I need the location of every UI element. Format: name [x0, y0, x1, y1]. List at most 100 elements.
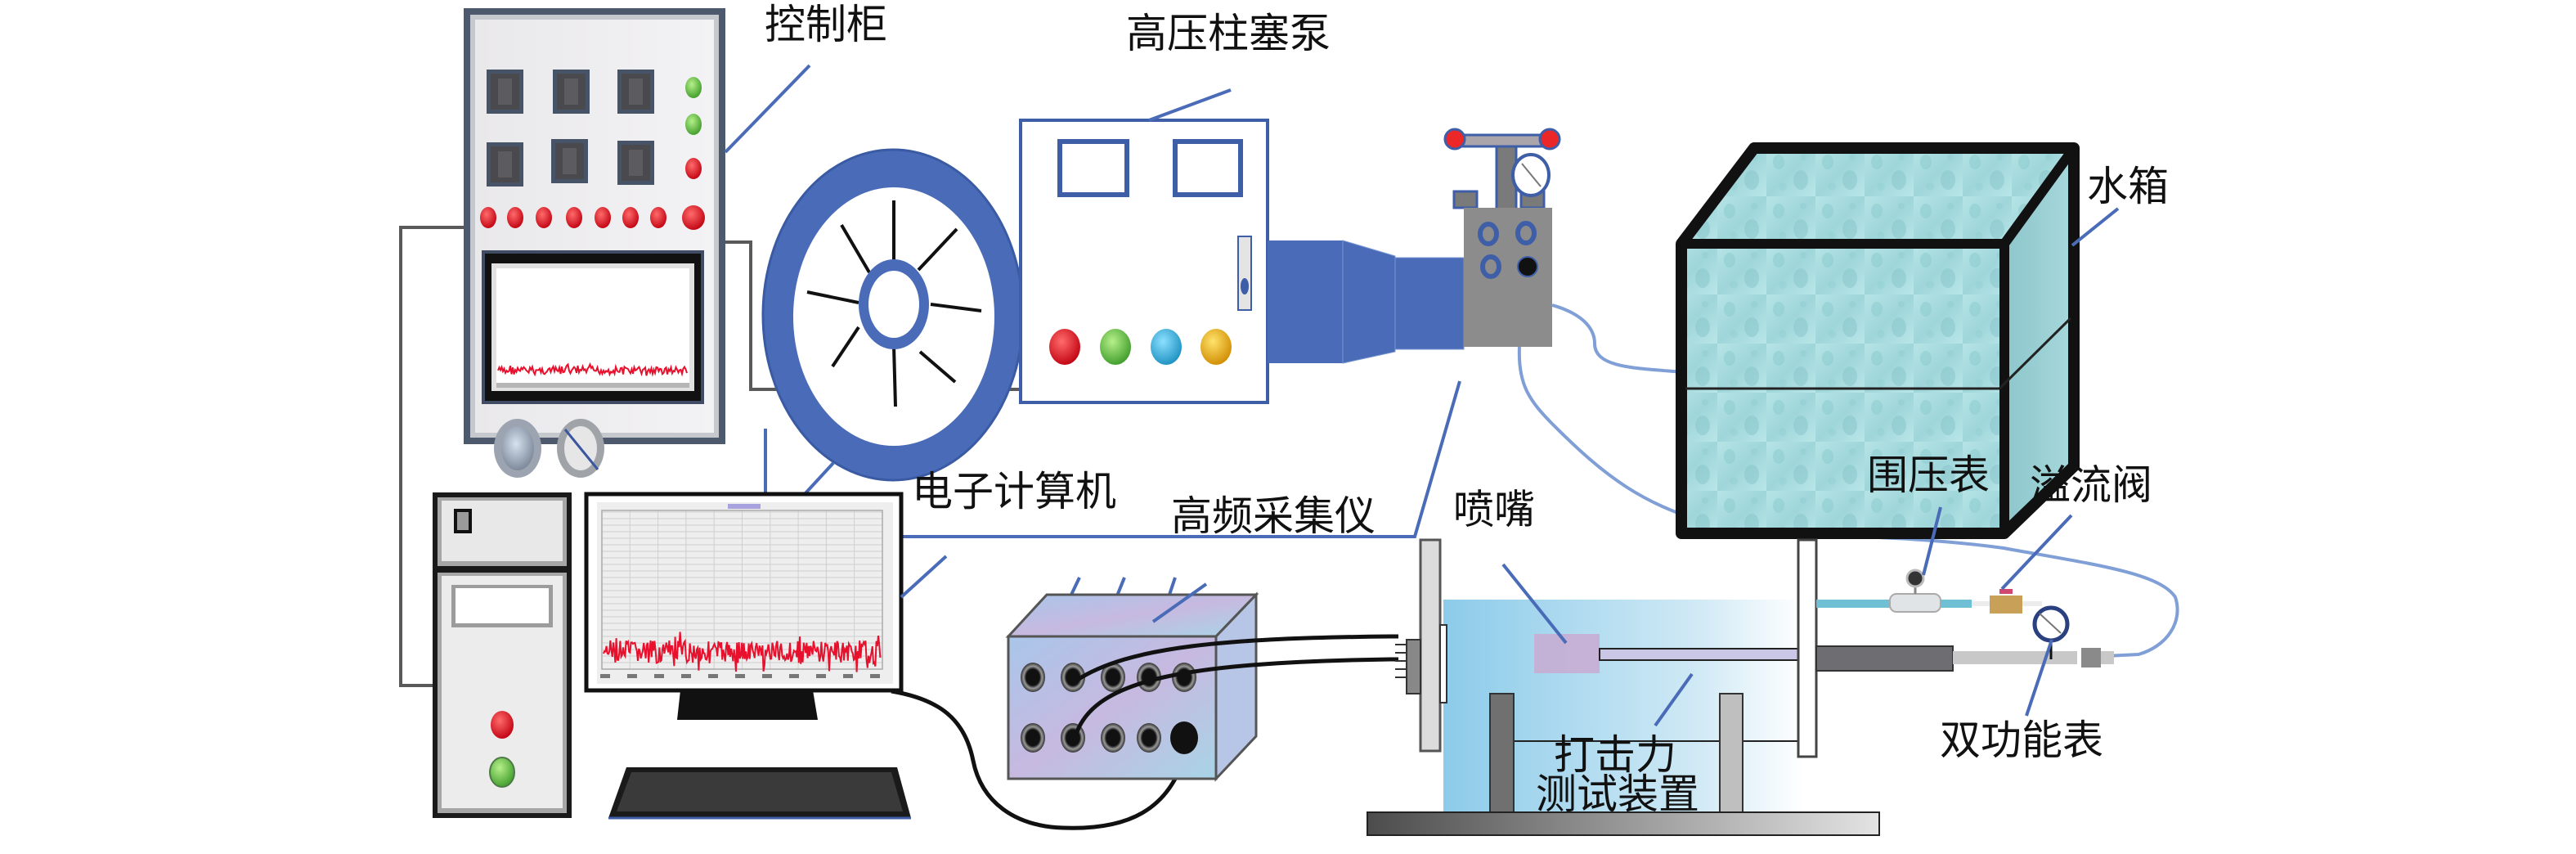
red-button[interactable]	[566, 207, 582, 228]
sensor-plate	[1419, 538, 1442, 753]
switch[interactable]	[553, 70, 590, 114]
pump-button-green[interactable]	[1100, 329, 1131, 365]
switch[interactable]	[617, 141, 654, 185]
x-tick-label	[654, 674, 664, 678]
x-tick-label	[843, 674, 853, 678]
label-impact-device-line1: 打击力	[1554, 731, 1676, 779]
daq-box	[1005, 591, 1259, 782]
x-tick-label	[816, 674, 826, 678]
cabinet-switches	[487, 70, 654, 187]
leader-water-tank	[2071, 207, 2120, 247]
red-button[interactable]	[480, 207, 496, 228]
indicator-light-green	[685, 114, 702, 135]
label-dual-gauge: 双功能表	[1940, 717, 2103, 764]
tower-button-green[interactable]	[489, 757, 515, 788]
computer-monitor	[584, 492, 904, 720]
tank-supply-hose	[1551, 303, 1685, 374]
computer-tower	[433, 492, 572, 818]
stand-base	[1367, 811, 1880, 836]
stand-leg	[1719, 693, 1744, 815]
leader-relief-valve	[2000, 514, 2073, 591]
keyboard	[608, 767, 911, 820]
sensor-cable	[1075, 634, 1398, 683]
red-button[interactable]	[622, 207, 639, 228]
computer-daq-cable	[891, 689, 1192, 830]
daq-port[interactable]	[1021, 663, 1045, 692]
red-button-large[interactable]	[682, 205, 705, 230]
daq-port[interactable]	[1172, 663, 1196, 692]
label-daq: 高频采集仪	[1171, 492, 1376, 540]
valve-handle[interactable]	[1452, 133, 1552, 148]
manifold-body	[1464, 208, 1552, 347]
pump-window	[1057, 139, 1129, 197]
daq-port[interactable]	[1137, 723, 1161, 753]
label-plunger-pump: 高压柱塞泵	[1126, 10, 1331, 57]
leader-plunger-pump	[1148, 88, 1232, 122]
daq-port[interactable]	[1101, 663, 1125, 692]
pump-button-yellow[interactable]	[1200, 329, 1232, 365]
leader-lines	[724, 64, 2120, 727]
x-tick-label	[789, 674, 799, 678]
pump-door-handle[interactable]	[1237, 236, 1252, 311]
label-confining-gauge: 围压表	[1867, 452, 1990, 499]
water-tank	[1676, 142, 2080, 539]
pipe-fitting	[2081, 648, 2101, 667]
pump-motor-wheel	[761, 148, 1025, 482]
control-cabinet	[464, 8, 725, 478]
switch[interactable]	[551, 139, 588, 183]
red-button[interactable]	[507, 207, 523, 228]
daq-port[interactable]	[1101, 723, 1125, 753]
daq-port[interactable]	[1061, 663, 1085, 692]
daq-port[interactable]	[1061, 723, 1085, 753]
red-button[interactable]	[595, 207, 611, 228]
sensor-pins	[1395, 644, 1407, 678]
impact-test-device	[1367, 538, 2114, 836]
pump-button-red[interactable]	[1049, 329, 1080, 365]
leader-dual-gauge	[2025, 639, 2053, 717]
label-nozzle: 喷嘴	[1453, 486, 1535, 533]
leader-impact-device	[1654, 672, 1694, 727]
label-water-tank: 水箱	[2087, 163, 2169, 210]
pump-button-blue[interactable]	[1151, 329, 1182, 365]
switch[interactable]	[617, 70, 654, 114]
daq-main-port[interactable]	[1170, 721, 1198, 754]
force-sensor	[1406, 639, 1421, 694]
wheel-spokes	[806, 200, 982, 407]
outlet-pipe	[1953, 651, 2077, 664]
labels: 控制柜 高压柱塞泵 水箱 电子计算机 高频采集仪 喷嘴 围压表 溢流阀 打击力 …	[765, 1, 2169, 818]
red-button[interactable]	[536, 207, 552, 228]
sensor-cables	[1074, 634, 1398, 735]
label-control-cabinet: 控制柜	[765, 1, 887, 48]
red-button[interactable]	[650, 207, 666, 228]
x-tick-label	[600, 674, 610, 678]
pump-outlet-pipe	[1268, 240, 1465, 364]
pump-window	[1173, 139, 1243, 197]
monitor-stand	[677, 690, 818, 720]
sensor-cable	[1074, 657, 1398, 735]
daq-port[interactable]	[1021, 723, 1045, 753]
leader-computer	[900, 555, 948, 599]
nozzle-lance	[1599, 648, 1805, 661]
leader-confining-gauge	[1922, 506, 1942, 576]
end-plate	[1797, 538, 1818, 758]
cabinet-knobs	[494, 419, 604, 478]
nozzle	[1534, 634, 1600, 673]
plunger-pump	[1019, 119, 1269, 404]
indicator-light-green	[685, 77, 702, 98]
switch[interactable]	[487, 142, 523, 187]
confining-pressure-gauge-body	[1889, 593, 1941, 613]
leader-daq	[1151, 582, 1208, 623]
monitor-signal-trace	[603, 632, 882, 672]
tower-button-red[interactable]	[491, 711, 514, 739]
switch[interactable]	[487, 70, 523, 114]
x-tick-label	[627, 674, 637, 678]
x-tick-label	[681, 674, 691, 678]
x-tick-label	[762, 674, 772, 678]
relief-valve[interactable]	[1990, 596, 2022, 614]
monitor-axis-ticks	[600, 674, 880, 678]
confining-pressure-gauge	[1905, 569, 1925, 588]
red-button-row	[480, 205, 705, 230]
leader-nozzle	[1501, 563, 1568, 645]
lance-housing	[1815, 645, 1954, 672]
